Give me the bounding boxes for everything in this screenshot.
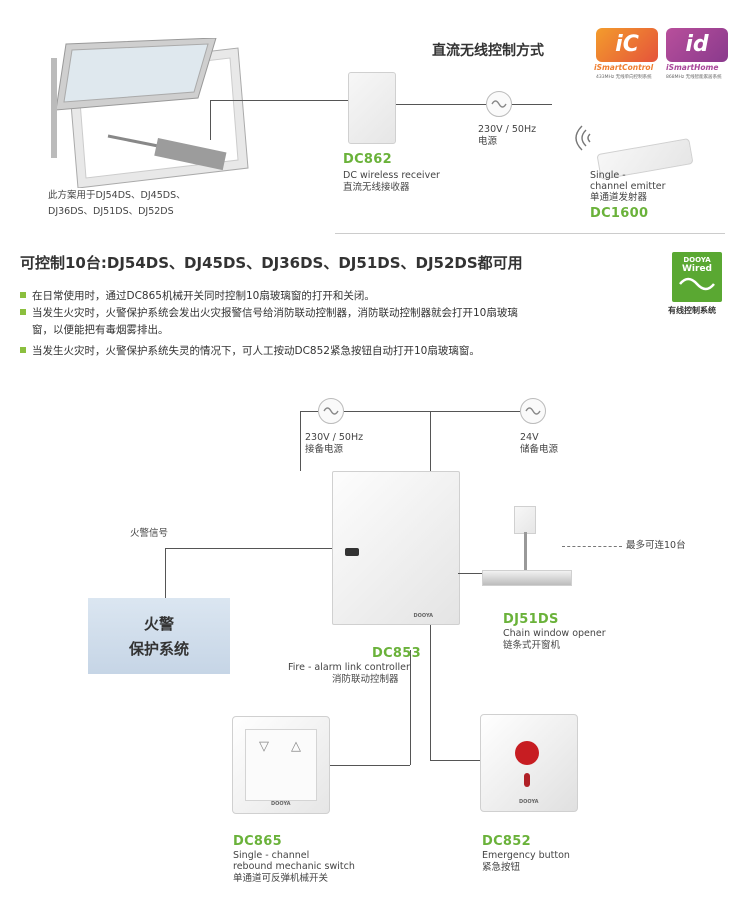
line-switch-up: [410, 650, 411, 765]
window-note-line2: DJ36DS、DJ51DS、DJ52DS: [48, 206, 174, 217]
bullet-3: 当发生火灾时，火警保护系统失灵的情况下，可人工按动DC852紧急按钮自动打开10…: [20, 343, 480, 360]
reserve-power-line2: 储备电源: [520, 444, 559, 455]
line-fire-signal: [165, 548, 333, 549]
fire-protection-system: 火警 保护系统: [88, 598, 230, 674]
fire-signal-label: 火警信号: [130, 528, 169, 539]
emitter-desc-en2: channel emitter: [590, 181, 666, 192]
ismarthome-tagline: 868MHz 无线智能家居系统: [666, 75, 722, 80]
wired-caption: 有线控制系统: [668, 306, 716, 315]
bullet-marker: [20, 347, 26, 353]
controller-desc-cn: 消防联动控制器: [332, 674, 399, 685]
line-controller-bottom: [430, 624, 431, 760]
receiver-device: [348, 72, 396, 144]
switch-panel: [245, 729, 317, 801]
switch-down-icon: △: [291, 739, 301, 754]
ismartcontrol-mark: iC: [615, 32, 639, 57]
opener-desc-cn: 链条式开窗机: [503, 640, 561, 651]
bullet-text: 当发生火灾时，火警保护系统会发出火灾报警信号给消防联动控制器，消防联动控制器就会…: [32, 307, 518, 319]
max-connect-dashes: [562, 546, 622, 547]
controller-model: DC853: [372, 646, 421, 661]
bullet-marker: [20, 309, 26, 315]
section-heading: 可控制10台:DJ54DS、DJ45DS、DJ36DS、DJ51DS、DJ52D…: [20, 254, 523, 272]
controller-lock-icon: [345, 548, 359, 556]
bullet-2-cont: 窗，以便能把有毒烟雾排出。: [32, 322, 169, 339]
bullet-2: 当发生火灾时，火警保护系统会发出火灾报警信号给消防联动控制器，消防联动控制器就会…: [20, 305, 518, 322]
line-switch: [330, 765, 410, 766]
wired-brand: DOOYA: [683, 256, 711, 264]
reserve-power-line1: 24V: [520, 432, 539, 443]
emitter-desc-cn: 单通道发射器: [590, 192, 648, 203]
receiver-desc-en: DC wireless receiver: [343, 170, 440, 181]
emitter-model: DC1600: [590, 206, 649, 221]
fire-system-line2: 保护系统: [128, 640, 189, 658]
window-note-line1: 此方案用于DJ54DS、DJ45DS、: [48, 190, 186, 201]
opener-model: DJ51DS: [503, 612, 559, 627]
line-standby-down: [300, 411, 301, 471]
ismartcontrol-name: iSmartControl: [594, 63, 654, 72]
emitter-desc-en1: Single -: [590, 170, 626, 181]
line-standby-right: [344, 411, 520, 412]
top-line-window-drop: [210, 100, 211, 140]
bullet-text: 在日常使用时，通过DC865机械开关同时控制10扇玻璃窗的打开和关闭。: [32, 290, 375, 302]
line-opener-left: [458, 573, 482, 574]
button-desc-cn: 紧急按钮: [482, 862, 521, 873]
line-fire-signal-down: [165, 548, 166, 598]
bullet-text: 当发生火灾时，火警保护系统失灵的情况下，可人工按动DC852紧急按钮自动打开10…: [32, 345, 480, 357]
ismarthome-mark: id: [685, 32, 709, 57]
window-illustration: [48, 37, 258, 189]
ismartcontrol-logo: iC: [596, 28, 658, 62]
top-line-receiver-power: [392, 104, 486, 105]
switch-model: DC865: [233, 834, 282, 849]
receiver-model: DC862: [343, 152, 392, 167]
top-divider: [335, 233, 725, 234]
signal-waves-icon: [570, 124, 596, 158]
mechanic-switch: ▽ △ DOOYA: [232, 716, 330, 814]
line-button: [430, 760, 480, 761]
switch-desc-en2: rebound mechanic switch: [233, 861, 355, 872]
max-connect-label: 最多可连10台: [626, 540, 686, 551]
power-line2: 电源: [478, 136, 498, 147]
standby-power-line2: 接备电源: [305, 444, 344, 455]
opener-body: [482, 570, 572, 586]
opener-chain: [524, 532, 527, 572]
ismartcontrol-tagline: 433MHz 无线单向控制系统: [596, 75, 652, 80]
top-line-power-out: [512, 104, 552, 105]
fire-system-line1: 火警: [143, 615, 174, 633]
ismarthome-logo: id: [666, 28, 728, 62]
fire-alarm-controller: DOOYA: [332, 471, 460, 625]
opener-bracket: [514, 506, 536, 534]
bullet-text: 窗，以便能把有毒烟雾排出。: [32, 324, 169, 336]
switch-up-icon: ▽: [259, 739, 269, 754]
switch-brand: DOOYA: [271, 801, 291, 807]
standby-power-ac-icon: [318, 398, 344, 424]
top-line-window-receiver: [210, 100, 348, 101]
line-reserve-down: [430, 411, 431, 471]
switch-desc-en1: Single - channel: [233, 850, 310, 861]
button-model: DC852: [482, 834, 531, 849]
line-standby-left: [300, 411, 318, 412]
button-brand: DOOYA: [519, 799, 539, 805]
controller-brand: DOOYA: [413, 613, 434, 619]
wired-word: Wired: [682, 264, 712, 274]
emergency-key-icon: [524, 773, 530, 787]
reserve-power-ac-icon: [520, 398, 546, 424]
controller-desc-en: Fire - alarm link controller: [288, 662, 410, 673]
wired-wave-icon: [679, 277, 715, 291]
switch-desc-cn: 单通道可反弹机械开关: [233, 873, 329, 884]
power-ac-icon: [486, 91, 512, 117]
button-desc-en: Emergency button: [482, 850, 570, 861]
wired-logo: DOOYA Wired: [672, 252, 722, 302]
bullet-1: 在日常使用时，通过DC865机械开关同时控制10扇玻璃窗的打开和关闭。: [20, 288, 375, 305]
bullet-marker: [20, 292, 26, 298]
emergency-red-button-icon: [515, 741, 539, 765]
emergency-button-device: DOOYA: [480, 714, 578, 812]
opener-desc-en: Chain window opener: [503, 628, 606, 639]
receiver-desc-cn: 直流无线接收器: [343, 182, 410, 193]
power-line1: 230V / 50Hz: [478, 124, 537, 135]
standby-power-line1: 230V / 50Hz: [305, 432, 364, 443]
ismarthome-name: iSmartHome: [666, 63, 719, 72]
page-title: 直流无线控制方式: [432, 43, 544, 59]
